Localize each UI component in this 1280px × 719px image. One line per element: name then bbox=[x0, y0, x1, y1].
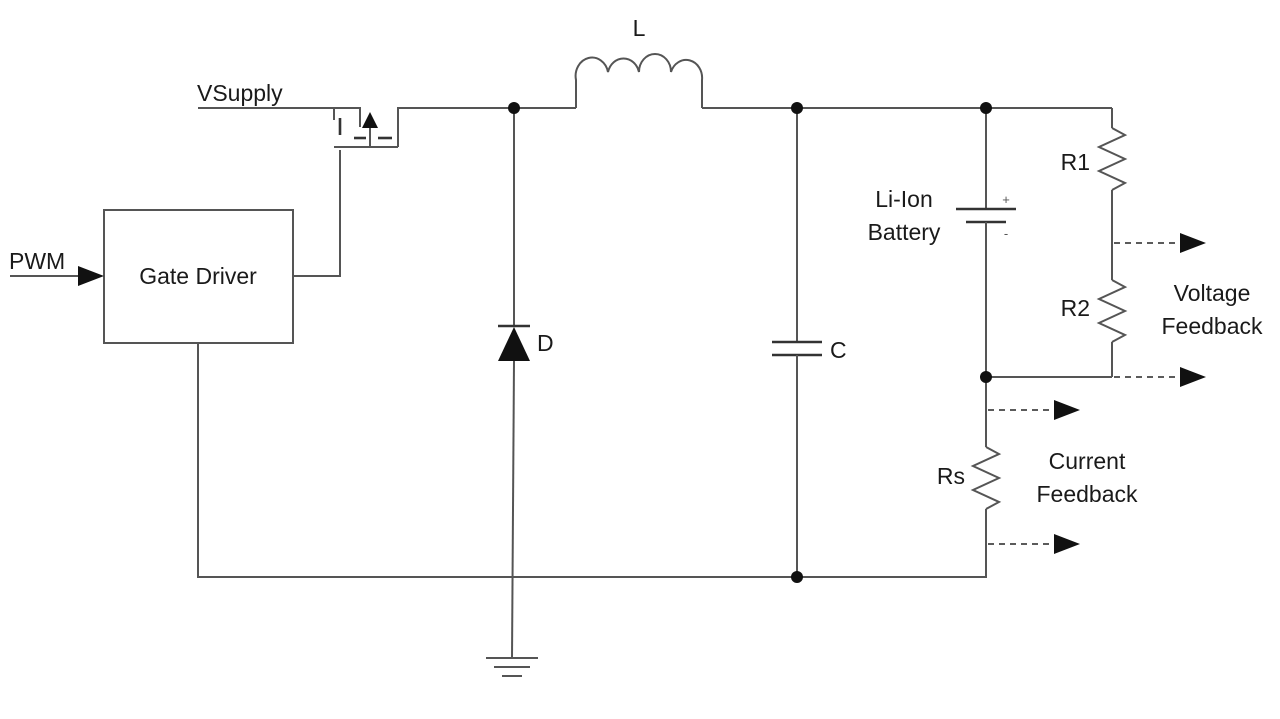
voltage-feedback-arrow-top bbox=[1114, 233, 1206, 253]
voltage-feedback-label-line2: Feedback bbox=[1161, 313, 1263, 339]
junction-node bbox=[980, 371, 992, 383]
capacitor bbox=[772, 108, 822, 577]
r2-label: R2 bbox=[1061, 295, 1090, 321]
junction-node bbox=[791, 571, 803, 583]
gate-driver-label: Gate Driver bbox=[139, 263, 257, 289]
gate-wire bbox=[293, 150, 341, 277]
ground-return-wire bbox=[197, 343, 987, 578]
battery-label-line1: Li-Ion bbox=[875, 186, 933, 212]
battery-label-line2: Battery bbox=[868, 219, 941, 245]
mosfet-switch bbox=[198, 107, 514, 148]
current-feedback-arrow-top bbox=[988, 400, 1080, 420]
ground-symbol bbox=[486, 657, 538, 677]
resistor-r2 bbox=[1096, 279, 1128, 377]
resistor-r1 bbox=[1096, 108, 1128, 280]
junction-node bbox=[980, 102, 992, 114]
inductor bbox=[514, 53, 1112, 109]
voltage-feedback-label-line1: Voltage bbox=[1174, 280, 1251, 306]
diode bbox=[498, 108, 530, 659]
li-ion-battery: + - bbox=[956, 108, 1016, 377]
battery-minus-label: - bbox=[1004, 226, 1008, 241]
inductor-label: L bbox=[633, 15, 646, 41]
current-feedback-arrow-bottom bbox=[988, 534, 1080, 554]
diode-label: D bbox=[537, 330, 554, 356]
junction-node bbox=[791, 102, 803, 114]
pwm-input bbox=[10, 266, 104, 286]
battery-plus-label: + bbox=[1002, 192, 1010, 207]
r1-label: R1 bbox=[1061, 149, 1090, 175]
rs-label: Rs bbox=[937, 463, 965, 489]
vsupply-label: VSupply bbox=[197, 80, 283, 106]
gate-driver-block: Gate Driver bbox=[103, 209, 294, 344]
junction-node bbox=[508, 102, 520, 114]
sense-resistor-rs bbox=[970, 377, 1002, 577]
capacitor-label: C bbox=[830, 337, 847, 363]
current-feedback-label-line1: Current bbox=[1049, 448, 1126, 474]
pwm-label: PWM bbox=[9, 248, 65, 274]
current-feedback-label-line2: Feedback bbox=[1036, 481, 1138, 507]
voltage-feedback-arrow-bottom bbox=[1114, 367, 1206, 387]
